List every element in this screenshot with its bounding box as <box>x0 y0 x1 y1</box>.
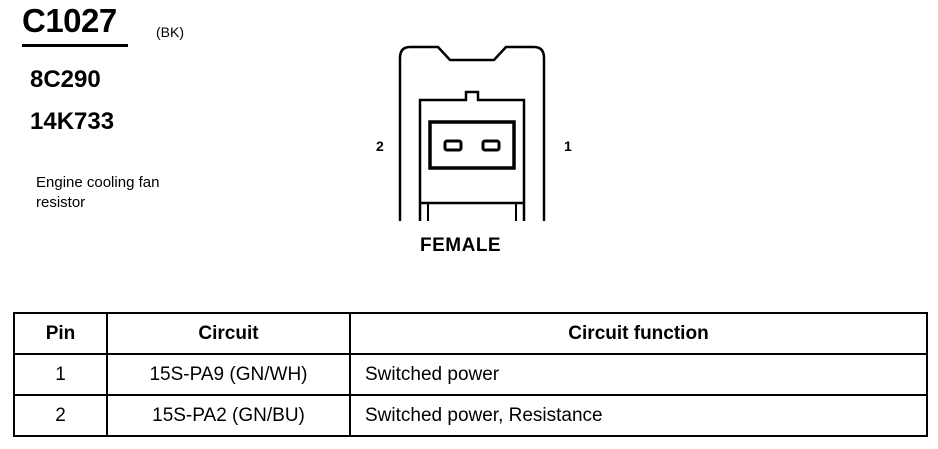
cell-pin: 2 <box>13 394 108 437</box>
part-number-2: 14K733 <box>30 108 115 135</box>
connector-face-diagram <box>398 45 546 221</box>
connector-inner-shell <box>418 90 526 221</box>
connector-gender-label: FEMALE <box>420 235 502 256</box>
header-circuit-function: Circuit function <box>349 312 928 355</box>
color-code: (BK) <box>156 24 184 40</box>
terminal-pin-2 <box>443 139 463 152</box>
header-pin: Pin <box>13 312 108 355</box>
pin-number-left: 2 <box>376 138 384 154</box>
connector-id-underline <box>22 44 128 47</box>
part-number-1: 8C290 <box>30 66 101 93</box>
header-circuit: Circuit <box>106 312 351 355</box>
cell-pin: 1 <box>13 353 108 396</box>
cell-circuit: 15S-PA2 (GN/BU) <box>106 394 351 437</box>
pin-table-header-row: Pin Circuit Circuit function <box>13 312 928 355</box>
connector-id: C1027 <box>22 2 117 39</box>
pin-number-right: 1 <box>564 138 572 154</box>
cell-circuit-function: Switched power, Resistance <box>349 394 928 437</box>
table-row: 1 15S-PA9 (GN/WH) Switched power <box>13 353 928 396</box>
terminal-pin-1 <box>481 139 501 152</box>
pin-table: Pin Circuit Circuit function 1 15S-PA9 (… <box>13 312 928 437</box>
terminal-cavity <box>428 120 516 170</box>
connector-housing <box>398 45 546 221</box>
component-description: Engine cooling fan resistor <box>36 174 160 211</box>
cell-circuit-function: Switched power <box>349 353 928 396</box>
table-row: 2 15S-PA2 (GN/BU) Switched power, Resist… <box>13 394 928 437</box>
cell-circuit: 15S-PA9 (GN/WH) <box>106 353 351 396</box>
